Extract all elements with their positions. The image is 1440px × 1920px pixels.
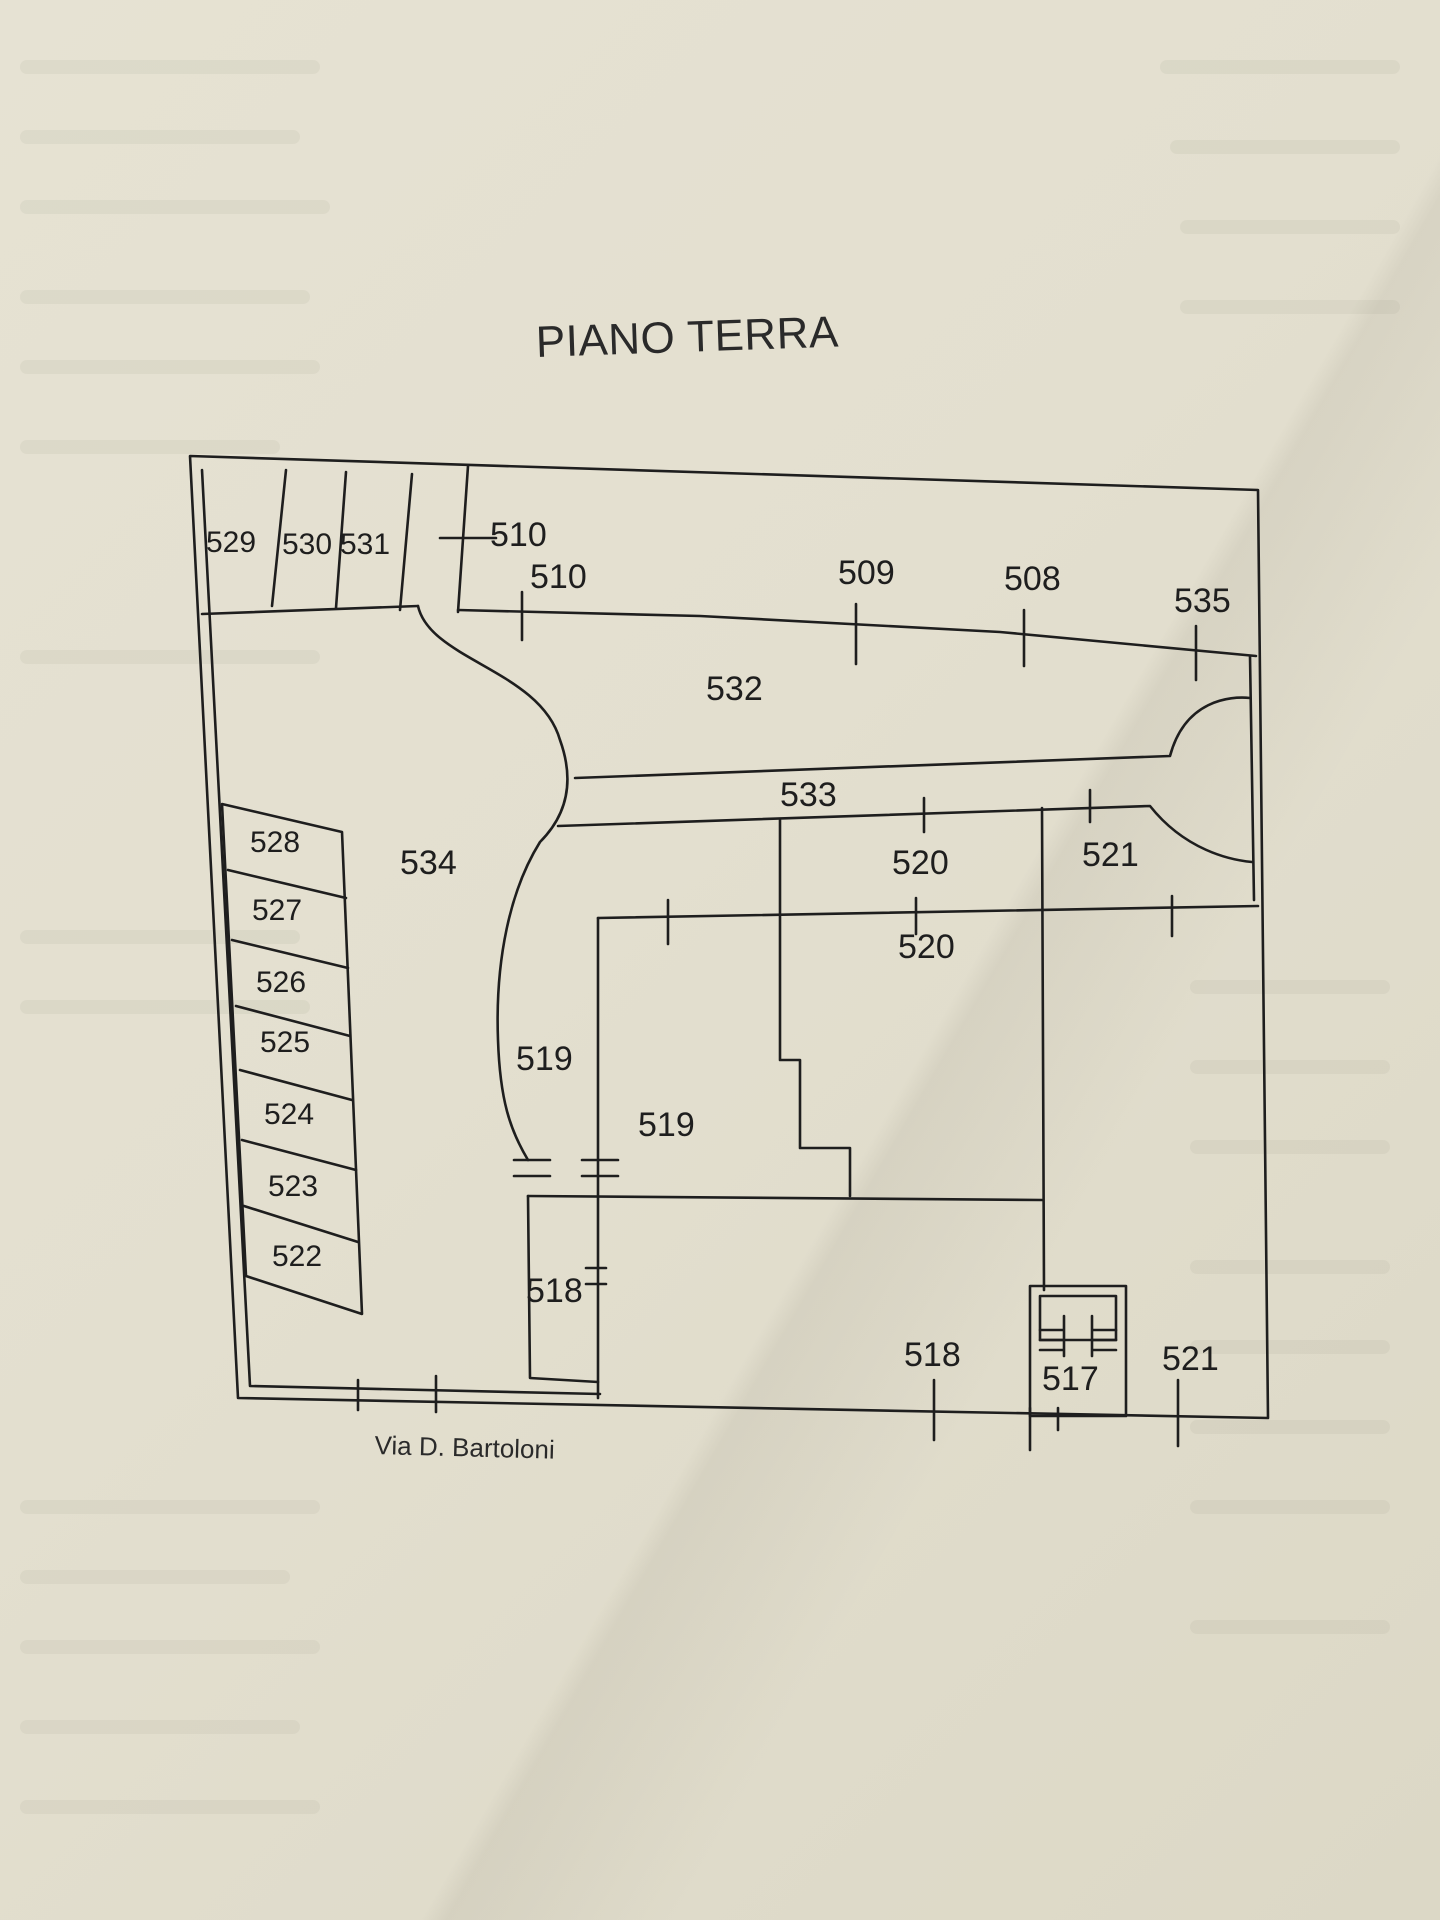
- bay-divider-6: [242, 1204, 360, 1244]
- parcel-534-label: 534: [400, 844, 457, 882]
- parcel-529-label: 529: [206, 526, 256, 559]
- parcel-533-bottom: [556, 804, 1254, 864]
- bay-divider-4: [238, 1068, 354, 1102]
- top-left-strip-bottom: [200, 604, 420, 616]
- parcel-509-label: 509: [838, 554, 895, 592]
- parcel-535-label: 535: [1174, 582, 1231, 620]
- outer-boundary: [188, 454, 1270, 1420]
- parcel-520-right-wall: [1040, 806, 1046, 1292]
- parcel-510-bottom: [456, 608, 1258, 658]
- parcel-529-530-divider: [270, 468, 288, 608]
- stair-517-inner: [1038, 1294, 1118, 1342]
- parcel-526-label: 526: [256, 966, 306, 999]
- bay-divider-1: [226, 868, 348, 900]
- parcel-520-left-wall: [778, 818, 852, 1198]
- parcel-521-lower-label: 521: [1162, 1340, 1219, 1378]
- parcel-labels: 529 530 531 510 510 509 508 535 532 533 …: [206, 516, 1231, 1398]
- parcel-519-label: 519: [638, 1106, 695, 1144]
- parcel-532-label: 532: [706, 670, 763, 708]
- parcel-522-label: 522: [272, 1240, 322, 1273]
- parcel-510-label: 510: [530, 558, 587, 596]
- parcel-523-label: 523: [268, 1170, 318, 1203]
- inner-boundary-left: [200, 468, 602, 1396]
- parcel-518-left-label: 518: [526, 1272, 583, 1310]
- boundary-ticks: [356, 536, 1198, 1452]
- parcel-521-label: 521: [1082, 836, 1139, 874]
- parcel-520-label: 520: [892, 844, 949, 882]
- bay-divider-3: [234, 1004, 352, 1038]
- right-inner-wall: [1248, 654, 1256, 902]
- parcel-519-left-label: 519: [516, 1040, 573, 1078]
- parcel-518-strip: [526, 1194, 600, 1384]
- parcel-531-divider: [398, 472, 414, 612]
- bay-divider-2: [230, 938, 350, 970]
- parcel-525-label: 525: [260, 1026, 310, 1059]
- parcel-527-label: 527: [252, 894, 302, 927]
- parcel-520-lower-label: 520: [898, 928, 955, 966]
- stair-517-outer: [1028, 1284, 1128, 1418]
- bay-block-outline: [220, 802, 364, 1316]
- parcel-533-label: 533: [780, 776, 837, 814]
- parcel-531-label: 531: [340, 528, 390, 561]
- parcel-517-label: 517: [1042, 1360, 1099, 1398]
- parcel-533-top: [573, 696, 1252, 780]
- parcel-510-top-label: 510: [490, 516, 547, 554]
- parcel-520-top-line: [596, 904, 1260, 920]
- bay-divider-5: [240, 1138, 358, 1172]
- parcel-532-outline: [416, 604, 569, 1162]
- parcel-524-label: 524: [264, 1098, 314, 1131]
- parcel-508-label: 508: [1004, 560, 1061, 598]
- parcel-528-label: 528: [250, 826, 300, 859]
- parcel-530-531-divider: [334, 470, 348, 610]
- stair-517-treads: [1038, 1314, 1118, 1358]
- parcel-530-label: 530: [282, 528, 332, 561]
- parcel-519-bottom-line: [526, 1194, 1044, 1202]
- parcel-518-label: 518: [904, 1336, 961, 1374]
